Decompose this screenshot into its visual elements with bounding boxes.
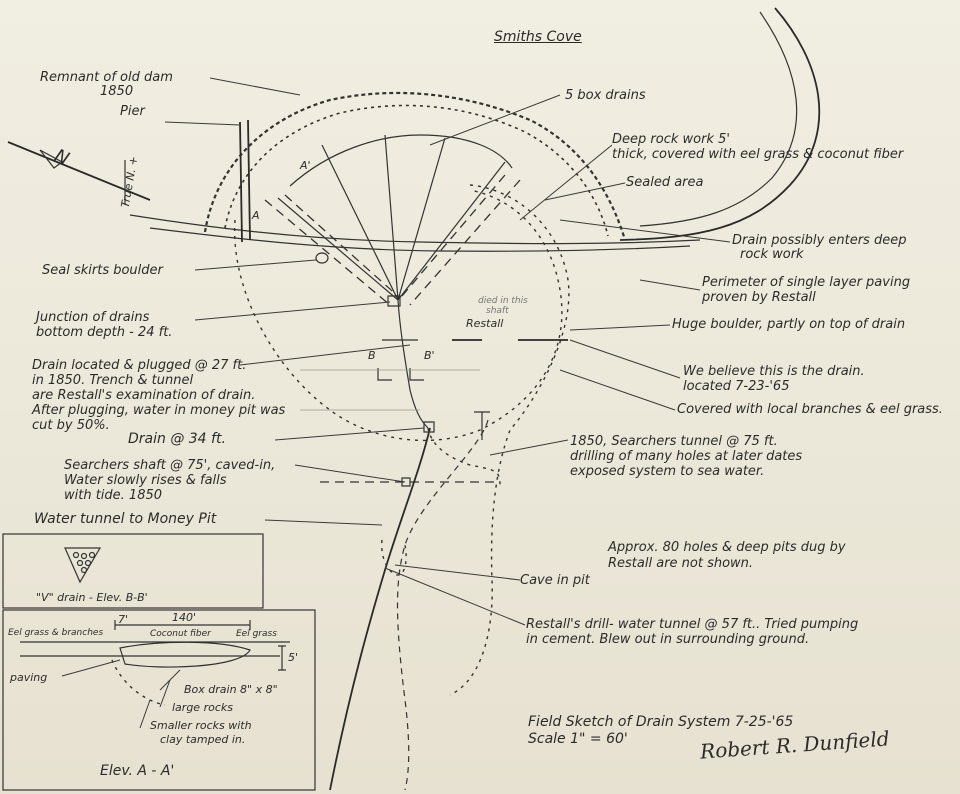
label-smaller-rocks-2: clay tamped in. [160, 733, 246, 746]
mark-a: A [252, 209, 260, 222]
label-paving: paving [10, 671, 48, 684]
label-eel-grass: Eel grass [236, 629, 277, 639]
label-dam: Remnant of old dam [40, 70, 173, 85]
label-junction-2: bottom depth - 24 ft. [36, 325, 173, 340]
label-perimeter-2: proven by Restall [702, 290, 816, 305]
label-drain-enters-1: Drain possibly enters deep [732, 233, 907, 248]
shoreline-inner-arc [639, 11, 798, 227]
label-box-drain-size: Box drain 8" x 8" [184, 683, 278, 696]
label-died-1: died in this [478, 296, 528, 306]
label-drain-located-3: are Restall's examination of drain. [32, 388, 256, 403]
label-pier: Pier [120, 104, 145, 119]
label-dam-year: 1850 [100, 84, 134, 99]
label-v-drain: "V" drain - Elev. B-B' [36, 591, 148, 604]
elev-aa-section [20, 620, 290, 729]
label-coconut: Coconut fiber [150, 629, 211, 639]
label-water-tunnel: Water tunnel to Money Pit [34, 511, 217, 527]
pencil-marks [300, 369, 480, 411]
label-junction-1: Junction of drains [36, 310, 150, 325]
drain-center-line [397, 299, 429, 429]
label-scale: Scale 1" = 60' [528, 731, 628, 747]
b-b-section [377, 339, 424, 381]
searchers-shaft-box [401, 477, 411, 487]
label-deep-rock-2: thick, covered with eel grass & coconut … [612, 147, 904, 162]
leader-lines [164, 77, 731, 626]
water-tunnel-second [396, 419, 489, 791]
label-drain-located-2: in 1850. Trench & tunnel [32, 373, 194, 388]
label-elev-aa: Elev. A - A' [100, 763, 175, 779]
label-cave-in: Cave in pit [520, 573, 590, 588]
label-we-believe-1: We believe this is the drain. [683, 364, 865, 379]
label-eel-branches: Eel grass & branches [8, 628, 104, 638]
label-searchers-tunnel-2: drilling of many holes at later dates [570, 449, 803, 464]
shoreline-arc [619, 7, 821, 241]
drain34-box [423, 421, 435, 433]
label-restall: Restall [466, 317, 504, 330]
pier [239, 119, 251, 243]
mark-b-prime: B' [424, 349, 435, 362]
seal-boulder [315, 252, 329, 264]
label-drain-enters-2: rock work [740, 247, 804, 262]
label-covered: Covered with local branches & eel grass. [677, 402, 943, 417]
label-searchers-shaft-2: Water slowly rises & falls [64, 473, 227, 488]
dam-rocks [203, 91, 627, 241]
label-smaller-rocks-1: Smaller rocks with [150, 719, 252, 732]
t-marker [474, 411, 490, 440]
label-approx-1: Approx. 80 holes & deep pits dug by [608, 540, 846, 555]
fan-wall-right [401, 174, 521, 306]
label-huge-boulder: Huge boulder, partly on top of drain [672, 317, 906, 332]
label-searchers-shaft-3: with tide. 1850 [64, 488, 163, 503]
v-drain-symbol [64, 547, 102, 584]
label-perimeter-1: Perimeter of single layer paving [702, 275, 911, 290]
label-seal-boulder: Seal skirts boulder [42, 263, 163, 278]
label-dim-5: 5' [288, 651, 299, 664]
fan-wall-left [264, 194, 401, 306]
shore-line-1 [129, 214, 701, 245]
sealed-area-perimeter [233, 189, 563, 442]
diagram-title: Smiths Cove [494, 29, 582, 45]
shore-line-2 [149, 227, 691, 252]
label-drain-located-5: cut by 50%. [32, 418, 110, 433]
label-restall-drill-1: Restall's drill- water tunnel @ 57 ft.. … [526, 617, 859, 632]
label-drain-located-4: After plugging, water in money pit was [32, 403, 286, 418]
mark-b: B [368, 349, 376, 362]
label-searchers-tunnel-3: exposed system to sea water. [570, 464, 765, 479]
water-tunnel-line [329, 427, 431, 791]
label-dim-7: 7' [118, 613, 129, 626]
label-field-sketch: Field Sketch of Drain System 7-25-'65 [528, 714, 794, 730]
label-approx-2: Restall are not shown. [608, 556, 754, 571]
label-restall-drill-2: in cement. Blew out in surrounding groun… [526, 632, 810, 647]
box-drains-fan [277, 134, 513, 301]
label-deep-rock-1: Deep rock work 5' [612, 132, 730, 147]
mark-a-prime: A' [300, 159, 311, 172]
inset-elev-aa-box [2, 609, 316, 791]
drain-route [427, 427, 501, 486]
label-searchers-shaft-1: Searchers shaft @ 75', caved-in, [64, 458, 276, 473]
label-searchers-tunnel-1: 1850, Searchers tunnel @ 75 ft. [570, 434, 778, 449]
cave-in-pit [381, 539, 407, 576]
label-large-rocks: large rocks [172, 701, 233, 714]
north-arrow [7, 141, 151, 205]
label-drain-located-1: Drain located & plugged @ 27 ft. [32, 358, 247, 373]
label-sealed-area: Sealed area [626, 175, 704, 190]
inset-v-drain-box [2, 533, 264, 609]
label-died-2: shaft [486, 306, 509, 316]
label-box-drains: 5 box drains [565, 88, 646, 103]
label-drain-34: Drain @ 34 ft. [128, 431, 226, 447]
label-we-believe-2: located 7-23-'65 [683, 379, 790, 394]
label-dim-140: 140' [172, 611, 197, 624]
